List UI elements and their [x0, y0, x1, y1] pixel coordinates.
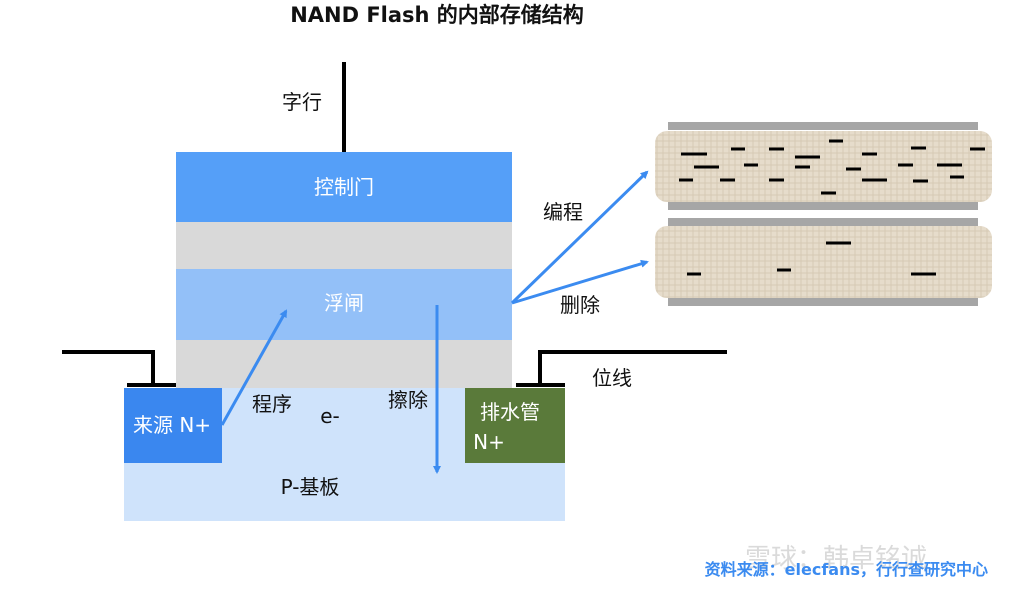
- erased-label: 删除: [560, 293, 600, 317]
- bit-line: [516, 350, 727, 387]
- programmed-label: 编程: [543, 200, 583, 224]
- source-label: 来源 N+: [132, 413, 212, 437]
- diagram-title: NAND Flash 的内部存储结构: [290, 3, 584, 27]
- programmed-arrow: [510, 170, 649, 305]
- source-region: [124, 388, 222, 463]
- substrate-label: P-基板: [280, 475, 340, 499]
- programmed-cell: [655, 122, 992, 210]
- bit-line-label: 位线: [592, 366, 632, 390]
- oxide-layer-bottom: [176, 340, 512, 388]
- program-label: 程序: [252, 392, 292, 416]
- erased-arrow: [511, 259, 649, 305]
- erased-cell: [655, 218, 992, 306]
- word-line-label: 字行: [282, 90, 322, 114]
- watermark: 雪球：韩卓铭诚: [745, 544, 928, 574]
- drain-label-n: N+: [473, 430, 505, 454]
- electron-label: e-: [320, 404, 340, 428]
- drain-region: [465, 388, 565, 463]
- floating-gate-label: 浮闸: [324, 291, 364, 315]
- source-contact-line: [62, 350, 176, 387]
- control-gate: [176, 152, 512, 222]
- drain-label: 排水管: [480, 400, 540, 424]
- floating-gate: [176, 269, 512, 340]
- control-gate-label: 控制门: [314, 175, 374, 199]
- oxide-layer-top: [176, 222, 512, 269]
- program-arrow: [220, 309, 288, 426]
- erase-label: 擦除: [388, 388, 428, 412]
- source-note: 资料来源：elecfans，行行查研究中心: [704, 560, 988, 579]
